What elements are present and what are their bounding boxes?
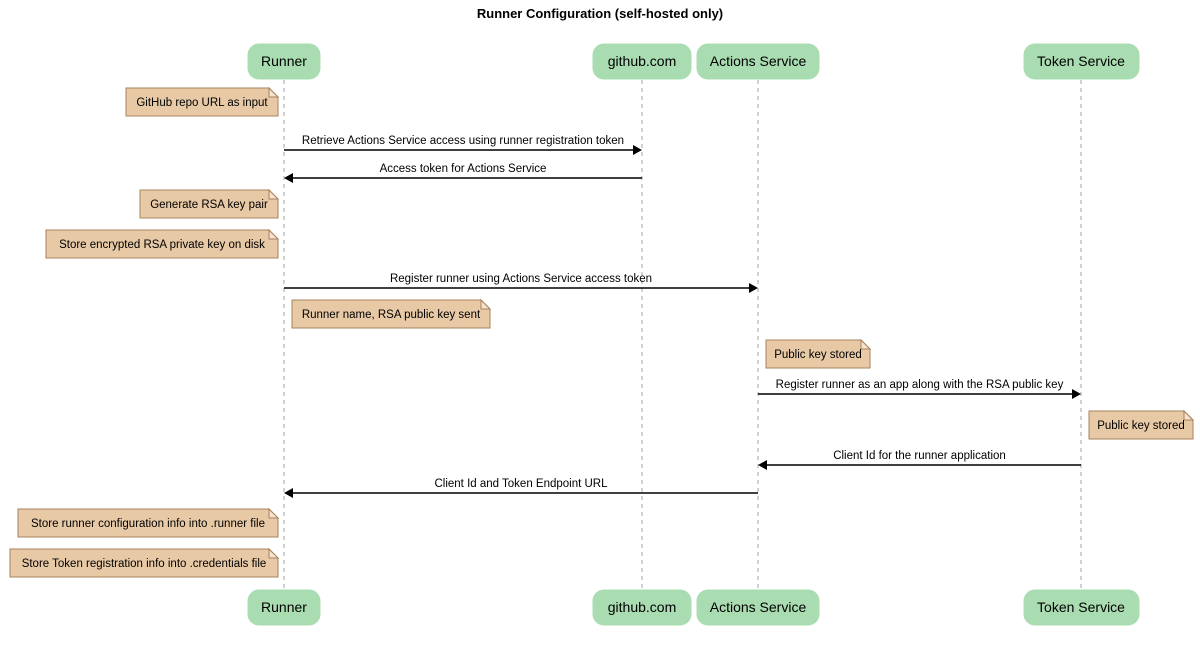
participant-box <box>696 43 820 80</box>
message-label: Client Id for the runner application <box>833 450 1006 462</box>
note-body <box>17 508 279 538</box>
message-arrowhead <box>284 488 293 498</box>
participant-runner-footer[interactable]: Runner <box>247 589 321 626</box>
participant-box <box>592 589 692 626</box>
note-fold-corner-icon <box>480 298 492 310</box>
participant-box <box>1023 43 1140 80</box>
participant-box <box>247 589 321 626</box>
note-label: GitHub repo URL as input <box>136 97 268 109</box>
message-label: Register runner using Actions Service ac… <box>390 273 652 285</box>
participant-box <box>1023 589 1140 626</box>
participant-token-footer[interactable]: Token Service <box>1023 589 1140 626</box>
participant-actions-header[interactable]: Actions Service <box>696 43 820 80</box>
note-runner-name-pubkey: Runner name, RSA public key sent <box>291 298 492 329</box>
participant-token-header[interactable]: Token Service <box>1023 43 1140 80</box>
note-body <box>9 548 279 578</box>
note-store-private-key: Store encrypted RSA private key on disk <box>45 228 280 259</box>
note-fold-corner-icon <box>268 188 280 200</box>
note-label: Store Token registration info into .cred… <box>22 558 267 570</box>
note-body <box>45 229 279 259</box>
note-label: Store encrypted RSA private key on disk <box>59 239 265 251</box>
message-arrowhead <box>749 283 758 293</box>
note-github-repo-url: GitHub repo URL as input <box>125 86 280 117</box>
lifelines-layer <box>283 80 1082 588</box>
msg-register-app: Register runner as an app along with the… <box>758 379 1081 399</box>
note-fold-corner-icon <box>860 338 872 350</box>
message-label: Register runner as an app along with the… <box>776 379 1064 391</box>
note-store-runner-config: Store runner configuration info into .ru… <box>17 507 280 538</box>
participant-box <box>592 43 692 80</box>
note-fold-corner-icon <box>268 507 280 519</box>
participant-actions-footer[interactable]: Actions Service <box>696 589 820 626</box>
participant-github-footer[interactable]: github.com <box>592 589 692 626</box>
message-label: Access token for Actions Service <box>380 163 547 175</box>
note-label: Store runner configuration info into .ru… <box>31 518 265 530</box>
note-label: Public key stored <box>774 349 862 361</box>
participant-box <box>247 43 321 80</box>
msg-register-runner: Register runner using Actions Service ac… <box>284 273 758 293</box>
note-label: Public key stored <box>1097 420 1185 432</box>
participant-label: Actions Service <box>710 53 807 69</box>
message-arrowhead <box>284 173 293 183</box>
participant-label: Token Service <box>1037 53 1125 69</box>
participant-label: github.com <box>608 53 676 69</box>
msg-client-id-endpoint: Client Id and Token Endpoint URL <box>284 478 758 498</box>
note-generate-rsa: Generate RSA key pair <box>139 188 280 219</box>
message-label: Client Id and Token Endpoint URL <box>434 478 608 490</box>
messages-layer: Retrieve Actions Service access using ru… <box>284 135 1081 498</box>
participants-layer: RunnerRunnergithub.comgithub.comActions … <box>247 43 1140 626</box>
note-store-token-registration: Store Token registration info into .cred… <box>9 547 280 578</box>
note-fold-corner-icon <box>268 547 280 559</box>
participant-box <box>696 589 820 626</box>
note-body <box>765 339 871 369</box>
note-fold-corner-icon <box>268 228 280 240</box>
note-label: Generate RSA key pair <box>150 199 268 211</box>
message-arrowhead <box>1072 389 1081 399</box>
participant-label: github.com <box>608 599 676 615</box>
message-label: Retrieve Actions Service access using ru… <box>302 135 624 147</box>
note-label: Runner name, RSA public key sent <box>302 309 481 321</box>
participant-label: Runner <box>261 53 307 69</box>
note-body <box>291 299 491 329</box>
note-public-key-stored-actions: Public key stored <box>765 338 872 369</box>
participant-label: Token Service <box>1037 599 1125 615</box>
note-body <box>1088 410 1194 440</box>
note-fold-corner-icon <box>268 86 280 98</box>
participant-github-header[interactable]: github.com <box>592 43 692 80</box>
participant-label: Runner <box>261 599 307 615</box>
msg-retrieve-access: Retrieve Actions Service access using ru… <box>284 135 642 155</box>
diagram-title: Runner Configuration (self-hosted only) <box>477 6 723 21</box>
participant-label: Actions Service <box>710 599 807 615</box>
message-arrowhead <box>633 145 642 155</box>
note-body <box>125 87 279 117</box>
participant-runner-header[interactable]: Runner <box>247 43 321 80</box>
note-public-key-stored-token: Public key stored <box>1088 409 1195 440</box>
message-arrowhead <box>758 460 767 470</box>
msg-access-token: Access token for Actions Service <box>284 163 642 183</box>
note-body <box>139 189 279 219</box>
note-fold-corner-icon <box>1183 409 1195 421</box>
msg-client-id: Client Id for the runner application <box>758 450 1081 470</box>
